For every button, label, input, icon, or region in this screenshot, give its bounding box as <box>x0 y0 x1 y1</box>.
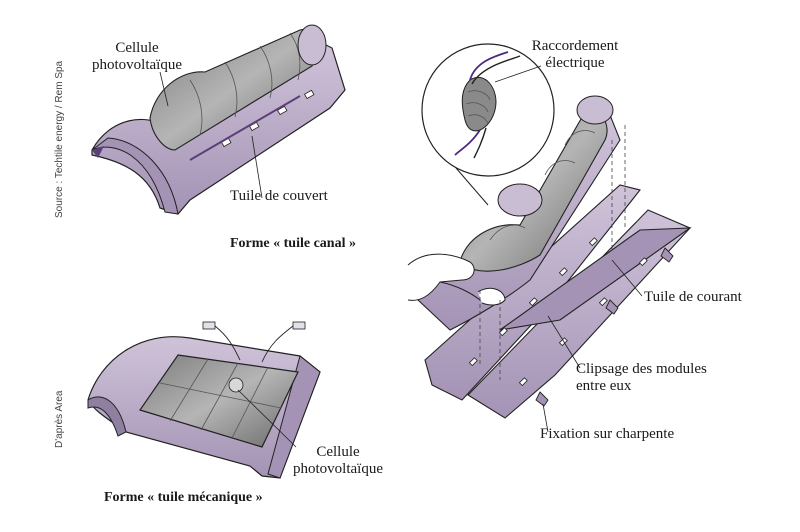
canal-cell-label-line1: Cellule <box>115 40 159 56</box>
mechanical-tile-illustration <box>87 321 321 479</box>
mechanical-cell-label: Cellule photovoltaïque <box>282 444 394 478</box>
frame-fixing-label: Fixation sur charpente <box>540 426 675 442</box>
electrical-connection-label: Raccordement électrique <box>516 38 634 72</box>
credit-source: Source : Techtile energy / Rem Spa <box>54 60 65 218</box>
mechanical-cell-label-line1: Cellule <box>316 444 360 460</box>
electrical-connection-label-line2: électrique <box>545 55 605 71</box>
canal-cell-label: Cellule photovoltaïque <box>85 40 189 74</box>
assembly-leader-lines <box>494 65 643 433</box>
canal-leader-lines <box>159 71 263 199</box>
module-clip-label-line2: entre eux <box>576 378 632 394</box>
current-tile-label: Tuile de courant <box>644 289 742 305</box>
assembly-illustration <box>407 43 692 419</box>
module-clip-label: Clipsage des modules entre eux <box>576 361 707 395</box>
module-clip-label-line1: Clipsage des modules <box>576 361 707 377</box>
canal-cell-label-line2: photovoltaïque <box>92 57 182 73</box>
electrical-connection-label-line1: Raccordement <box>531 38 619 54</box>
canal-caption: Forme « tuile canal » <box>230 236 356 251</box>
canal-tile-illustration <box>91 24 346 215</box>
canal-cover-label: Tuile de couvert <box>230 188 328 204</box>
mechanical-leader-line <box>237 389 297 448</box>
mechanical-caption: Forme « tuile mécanique » <box>104 490 263 505</box>
mechanical-cell-label-line2: photovoltaïque <box>293 461 383 477</box>
credit-after: D'après Area <box>54 390 65 449</box>
